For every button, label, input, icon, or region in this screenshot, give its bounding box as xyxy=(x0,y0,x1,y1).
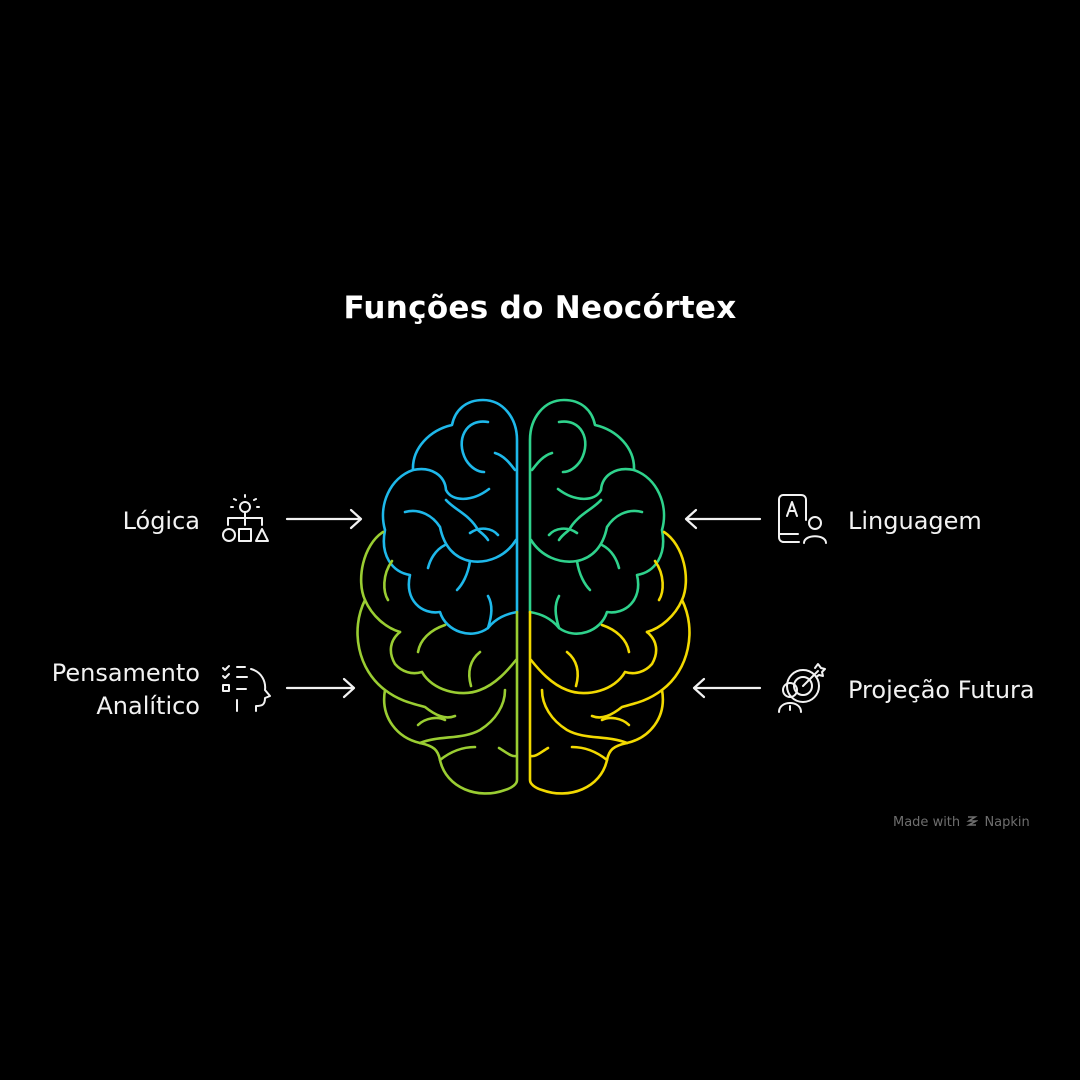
brain-left-bottom-lobe xyxy=(356,530,519,795)
arrow-left-icon xyxy=(692,677,762,699)
target-person-icon xyxy=(778,663,826,713)
arrow-right-icon xyxy=(285,508,363,530)
lightbulb-shapes-icon xyxy=(222,494,269,542)
label-projecao-futura: Projeção Futura xyxy=(848,676,1035,704)
checklist-head-icon xyxy=(222,665,271,712)
label-line: Analítico xyxy=(96,692,200,720)
arrow-left-icon xyxy=(684,508,762,530)
brain-left-top-lobe xyxy=(381,398,519,635)
label-line: Pensamento xyxy=(51,659,200,687)
credit-brand: Napkin xyxy=(984,815,1030,830)
label-linguagem: Linguagem xyxy=(848,507,982,535)
credit-prefix: Made with xyxy=(893,815,961,830)
brain-right-top-lobe xyxy=(528,398,666,635)
made-with-napkin-credit: Made with Napkin xyxy=(893,815,1030,830)
napkin-logo-icon xyxy=(966,815,980,827)
brain-right-bottom-lobe xyxy=(528,530,691,795)
book-person-icon xyxy=(778,494,827,544)
brain-illustration xyxy=(356,398,691,795)
label-pensamento-analitico: Pensamento Analítico xyxy=(52,657,200,723)
label-logica: Lógica xyxy=(122,507,200,535)
diagram-title: Funções do Neocórtex xyxy=(343,290,737,326)
arrow-right-icon xyxy=(285,677,356,699)
